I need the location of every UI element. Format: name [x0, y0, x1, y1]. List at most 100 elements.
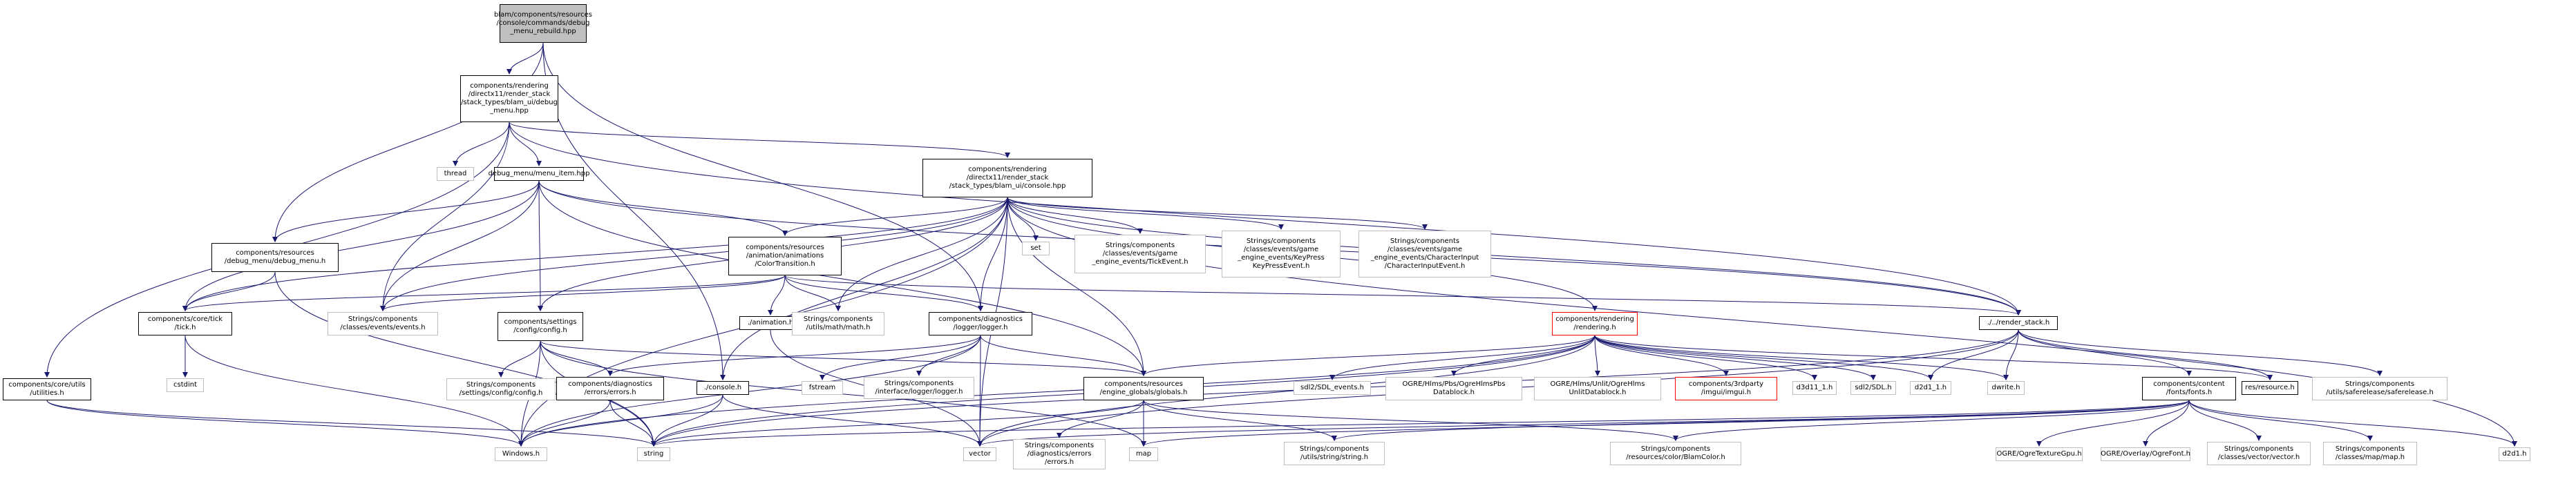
- edge-console_h-to-string: [651, 394, 723, 447]
- edge-rendering_h-to-ogre_pbs: [1451, 335, 1595, 376]
- node-rendering-h[interactable]: components/rendering /rendering.h: [1552, 312, 1638, 335]
- edge-debug_menu_hpp-to-render_stack: [509, 121, 2021, 315]
- edge-menu_item-to-tick: [182, 180, 540, 311]
- node-set: set: [1022, 242, 1050, 255]
- node-map-h: Strings/components /classes/map/map.h: [2323, 442, 2417, 465]
- node-debug-menu-hpp[interactable]: components/rendering /directx11/render_s…: [460, 75, 558, 122]
- edge-console_hpp-to-math_h: [835, 197, 1008, 311]
- node-math-h: Strings/components /utils/math/math.h: [792, 312, 884, 335]
- node-imgui[interactable]: components/3rdparty /imgui/imgui.h: [1675, 377, 1777, 400]
- node-ogre-unlit: OGRE/Hlms/Unlit/OgreHlms UnlitDatablock.…: [1534, 377, 1661, 400]
- edge-logger_h-to-ilogger: [916, 335, 981, 376]
- edge-config_h-to-config_config: [498, 340, 541, 378]
- edge-menu_item-to-config_h: [537, 180, 543, 311]
- edge-rendering_h-to-d3d11: [1594, 335, 1817, 380]
- node-color-transition[interactable]: components/resources /animation/animatio…: [728, 237, 842, 275]
- edge-tick-to-windows: [184, 335, 524, 447]
- edge-globals_h-to-string_h: [1143, 400, 1337, 441]
- node-config-config: Strings/components /settings/config/conf…: [446, 378, 556, 400]
- node-fonts-h[interactable]: components/content /fonts/fonts.h: [2142, 377, 2236, 400]
- edge-globals_h-to-string: [651, 400, 1144, 447]
- node-keypress-event: Strings/components /classes/events/game …: [1222, 231, 1341, 278]
- node-tick-event: Strings/components /classes/events/game …: [1074, 235, 1206, 273]
- node-ilogger: Strings/components /interface/logger/log…: [864, 377, 974, 399]
- edge-console_hpp-to-tick: [182, 197, 1008, 311]
- edge-fonts_h-to-string_h: [1332, 400, 2190, 441]
- node-root[interactable]: blam/components/resources /console/comma…: [494, 4, 592, 43]
- node-dwrite: dwrite.h: [1987, 381, 2025, 395]
- edge-color_transition-to-render_stack: [784, 275, 2021, 315]
- node-cstdint: cstdint: [167, 378, 204, 392]
- edge-rendering_h-to-windows: [518, 335, 1595, 447]
- edge-fonts_h-to-ogre_font: [2143, 400, 2190, 447]
- node-blam-color: Strings/components /resources/color/Blam…: [1610, 442, 1741, 465]
- node-charinput-event: Strings/components /classes/events/game …: [1358, 231, 1491, 278]
- node-resource-h[interactable]: res/resource.h: [2242, 381, 2298, 395]
- edge-console_hpp-to-render_stack: [1007, 197, 2021, 315]
- node-globals-h[interactable]: components/resources /engine_globals/glo…: [1083, 377, 1204, 400]
- edge-color_transition-to-logger_h: [784, 275, 983, 311]
- edge-console_hpp-to-events_h: [380, 197, 1008, 311]
- edge-console_hpp-to-logger_h: [978, 197, 1008, 311]
- edge-errors_h-to-windows: [518, 400, 611, 447]
- edge-fonts_h-to-vector_h: [2188, 400, 2262, 441]
- node-console-h[interactable]: ./console.h: [697, 381, 749, 395]
- edge-logger_h-to-globals_h: [980, 335, 1146, 376]
- edge-rendering_h-to-sdl: [1594, 335, 1876, 380]
- node-sdl-events: sdl2/SDL_events.h: [1294, 381, 1371, 395]
- edge-rendering_h-to-imgui: [1594, 335, 1729, 376]
- edge-errors_h-to-string: [609, 400, 656, 447]
- edge-rendering_h-to-globals_h: [1141, 335, 1595, 376]
- edge-utilities-to-windows: [46, 400, 524, 447]
- edge-debug_menu_hpp-to-menu_item: [509, 121, 542, 166]
- node-errors-h[interactable]: components/diagnostics /errors/errors.h: [556, 377, 664, 400]
- edge-color_transition-to-events_h: [380, 275, 786, 311]
- node-map: map: [1129, 447, 1158, 461]
- node-sdl: sdl2/SDL.h: [1850, 381, 1896, 395]
- node-string: string: [637, 447, 670, 461]
- edge-debug_menu_hpp-to-events_h: [380, 121, 510, 311]
- edge-console_hpp-to-color_transition: [782, 197, 1008, 236]
- node-ogre-pbs: OGRE/Hlms/Pbs/OgreHlmsPbs Datablock.h: [1385, 377, 1522, 400]
- node-string-h: Strings/components /utils/string/string.…: [1284, 442, 1385, 465]
- edge-console_hpp-to-tick_event: [1007, 197, 1143, 234]
- edge-fonts_h-to-map: [1141, 400, 2190, 447]
- edge-root-to-debug_menu_hpp: [506, 42, 544, 75]
- node-fstream: fstream: [802, 381, 843, 395]
- edge-res_debug_menu-to-tick: [182, 271, 276, 311]
- edge-color_transition-to-animation_h: [768, 275, 786, 315]
- node-vector: vector: [963, 447, 996, 461]
- edge-logger_h-to-errors_h: [607, 335, 981, 376]
- node-menu-item[interactable]: debug_menu/menu_item.hpp: [489, 167, 589, 181]
- edge-fonts_h-to-ogre_texgpu: [2036, 400, 2190, 447]
- edge-console_hpp-to-charinput_event: [1007, 197, 1428, 230]
- node-config-h[interactable]: components/settings /config/config.h: [498, 312, 583, 341]
- node-logger-h[interactable]: components/diagnostics /logger/logger.h: [929, 312, 1032, 335]
- edge-config_h-to-errors_h: [540, 340, 613, 376]
- edge-render_stack-to-safe_release: [2018, 329, 2383, 376]
- node-d3d11: d3d11_1.h: [1792, 381, 1837, 395]
- edge-color_transition-to-tick: [182, 275, 786, 311]
- edge-res_debug_menu-to-string: [274, 271, 656, 447]
- node-safe-release: Strings/components /utils/saferelease/sa…: [2312, 377, 2447, 400]
- node-render-stack[interactable]: ./../render_stack.h: [1979, 316, 2058, 330]
- node-ogre-texgpu: OGRE/OgreTextureGpu.h: [1996, 447, 2083, 461]
- edge-debug_menu_hpp-to-console_hpp: [509, 121, 1010, 158]
- edge-render_stack-to-d2d1_1: [1928, 329, 2019, 380]
- node-thread: thread: [437, 167, 474, 181]
- edge-utilities-to-string: [46, 400, 656, 447]
- edge-globals_h-to-diag_errors: [1057, 400, 1144, 438]
- node-res-debug-menu[interactable]: components/resources /debug_menu/debug_m…: [211, 243, 339, 272]
- edge-menu_item-to-events_h: [380, 180, 540, 311]
- edge-fonts_h-to-blam_color: [1673, 400, 2190, 441]
- edge-console_hpp-to-console_h: [720, 197, 1008, 380]
- node-console-hpp[interactable]: components/rendering /directx11/render_s…: [922, 159, 1092, 197]
- edge-debug_menu_hpp-to-thread: [453, 121, 510, 166]
- edge-console_hpp-to-globals_h: [1007, 197, 1146, 376]
- node-windows: Windows.h: [495, 447, 547, 461]
- node-tick[interactable]: components/core/tick /tick.h: [138, 312, 232, 335]
- edge-color_transition-to-math_h: [784, 275, 841, 311]
- node-utilities[interactable]: components/core/utils /utilities.h: [3, 378, 91, 400]
- node-diag-errors: Strings/components /diagnostics/errors /…: [1013, 439, 1106, 469]
